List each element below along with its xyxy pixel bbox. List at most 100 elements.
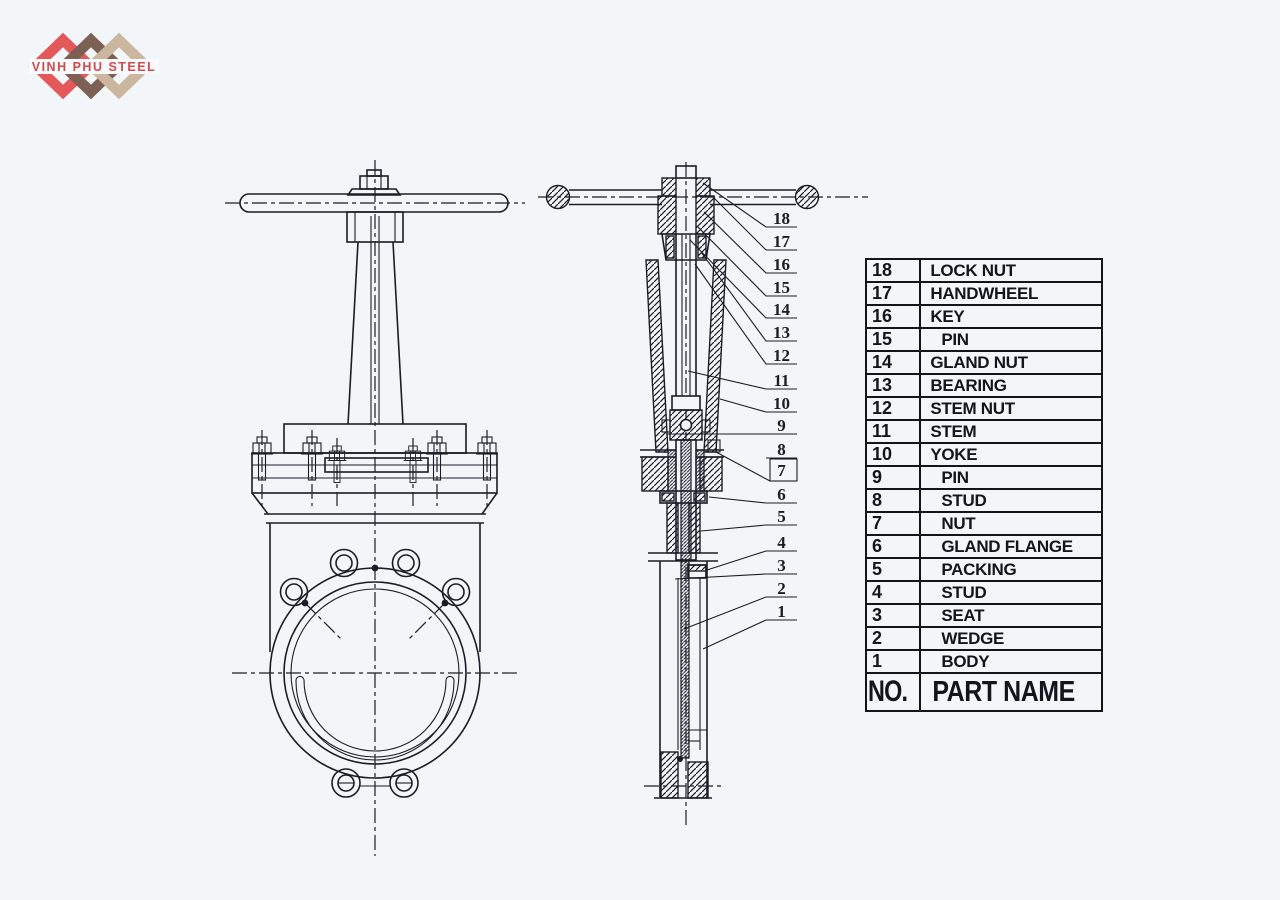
front-view-drawing bbox=[225, 160, 525, 856]
body-lugs-front bbox=[279, 548, 471, 798]
logo-text: VINH PHU STEEL bbox=[32, 60, 157, 74]
callout-8: 8 bbox=[766, 440, 797, 459]
callout-number-16: 16 bbox=[773, 255, 790, 274]
callout-10: 10 bbox=[719, 394, 797, 413]
flange-bolts-front bbox=[250, 430, 499, 506]
part-number-cell: 9 bbox=[864, 465, 922, 490]
callout-number-15: 15 bbox=[773, 278, 790, 297]
part-number-cell: 18 bbox=[864, 258, 922, 283]
part-number-cell: 14 bbox=[864, 350, 922, 375]
callout-6: 6 bbox=[708, 485, 797, 504]
part-name-cell: STUD bbox=[919, 488, 1104, 513]
part-number-cell: 16 bbox=[864, 304, 922, 329]
callout-number-6: 6 bbox=[777, 485, 786, 504]
callout-number-4: 4 bbox=[777, 533, 786, 552]
part-number-cell: 3 bbox=[864, 603, 922, 628]
wedge-section bbox=[677, 560, 690, 762]
part-name-cell: GLAND NUT bbox=[919, 350, 1104, 375]
bottom-section bbox=[654, 751, 712, 799]
stem-section bbox=[675, 234, 697, 398]
handwheel-section bbox=[545, 184, 820, 235]
callout-14: 14 bbox=[689, 239, 797, 319]
part-name-cell: BODY bbox=[919, 649, 1104, 674]
part-number-cell: 8 bbox=[864, 488, 922, 513]
packing-gland-section bbox=[648, 439, 718, 562]
part-number-cell: 2 bbox=[864, 626, 922, 651]
part-name-cell: WEDGE bbox=[919, 626, 1104, 651]
part-name-header-label: PART NAME bbox=[932, 675, 1076, 708]
callout-number-18: 18 bbox=[773, 209, 790, 228]
callout-1: 1 bbox=[702, 602, 797, 650]
callout-5: 5 bbox=[700, 507, 797, 532]
part-name-cell: PACKING bbox=[919, 557, 1104, 582]
part-number-cell: 7 bbox=[864, 511, 922, 536]
callout-11: 11 bbox=[687, 370, 797, 390]
part-name-cell: STEM NUT bbox=[919, 396, 1104, 421]
part-name-cell: GLAND FLANGE bbox=[919, 534, 1104, 559]
bonnet-section bbox=[640, 439, 724, 492]
no-header-label: NO. bbox=[868, 675, 908, 708]
seat-section bbox=[687, 564, 707, 579]
part-number-cell: 6 bbox=[864, 534, 922, 559]
section-view-drawing bbox=[538, 162, 868, 828]
company-logo: VINH PHU STEEL bbox=[28, 32, 159, 100]
part-name-cell: SEAT bbox=[919, 603, 1104, 628]
part-number-cell: 13 bbox=[864, 373, 922, 398]
callout-9: 9 bbox=[666, 416, 797, 435]
callout-18: 18 bbox=[702, 182, 797, 228]
bonnet-flange-front bbox=[251, 452, 498, 652]
handwheel-front bbox=[239, 188, 509, 213]
callout-number-7: 7 bbox=[777, 461, 786, 480]
part-name-cell: PIN bbox=[919, 327, 1104, 352]
part-name-cell: LOCK NUT bbox=[919, 258, 1104, 283]
callout-12: 12 bbox=[694, 263, 797, 365]
part-name-cell: PIN bbox=[919, 465, 1104, 490]
yoke-front bbox=[283, 211, 467, 454]
stem-front bbox=[370, 216, 380, 424]
callout-number-3: 3 bbox=[777, 556, 786, 575]
callout-number-1: 1 bbox=[777, 602, 786, 621]
callout-number-12: 12 bbox=[773, 346, 790, 365]
no-header-cell: NO. bbox=[864, 672, 922, 712]
part-name-cell: KEY bbox=[919, 304, 1104, 329]
part-name-cell: HANDWHEEL bbox=[919, 281, 1104, 306]
part-number-cell: 4 bbox=[864, 580, 922, 605]
callout-number-10: 10 bbox=[773, 394, 790, 413]
callout-number-17: 17 bbox=[773, 232, 791, 251]
part-number-cell: 5 bbox=[864, 557, 922, 582]
body-section bbox=[659, 561, 708, 798]
table-header-row: NO. PART NAME bbox=[864, 672, 1104, 712]
callout-2: 2 bbox=[683, 579, 797, 630]
logo-diamonds-icon bbox=[28, 32, 154, 100]
part-number-cell: 11 bbox=[864, 419, 922, 444]
part-number-cell: 15 bbox=[864, 327, 922, 352]
logo-text-band bbox=[29, 59, 159, 74]
callout-number-8: 8 bbox=[777, 440, 786, 459]
lock-nut-section bbox=[661, 165, 711, 197]
callout-4: 4 bbox=[706, 533, 797, 571]
stem-nut-section bbox=[661, 395, 711, 441]
callout-number-2: 2 bbox=[777, 579, 786, 598]
part-name-cell: BEARING bbox=[919, 373, 1104, 398]
lock-nut-front bbox=[359, 169, 389, 190]
part-number-cell: 1 bbox=[864, 649, 922, 674]
part-name-cell: YOKE bbox=[919, 442, 1104, 467]
